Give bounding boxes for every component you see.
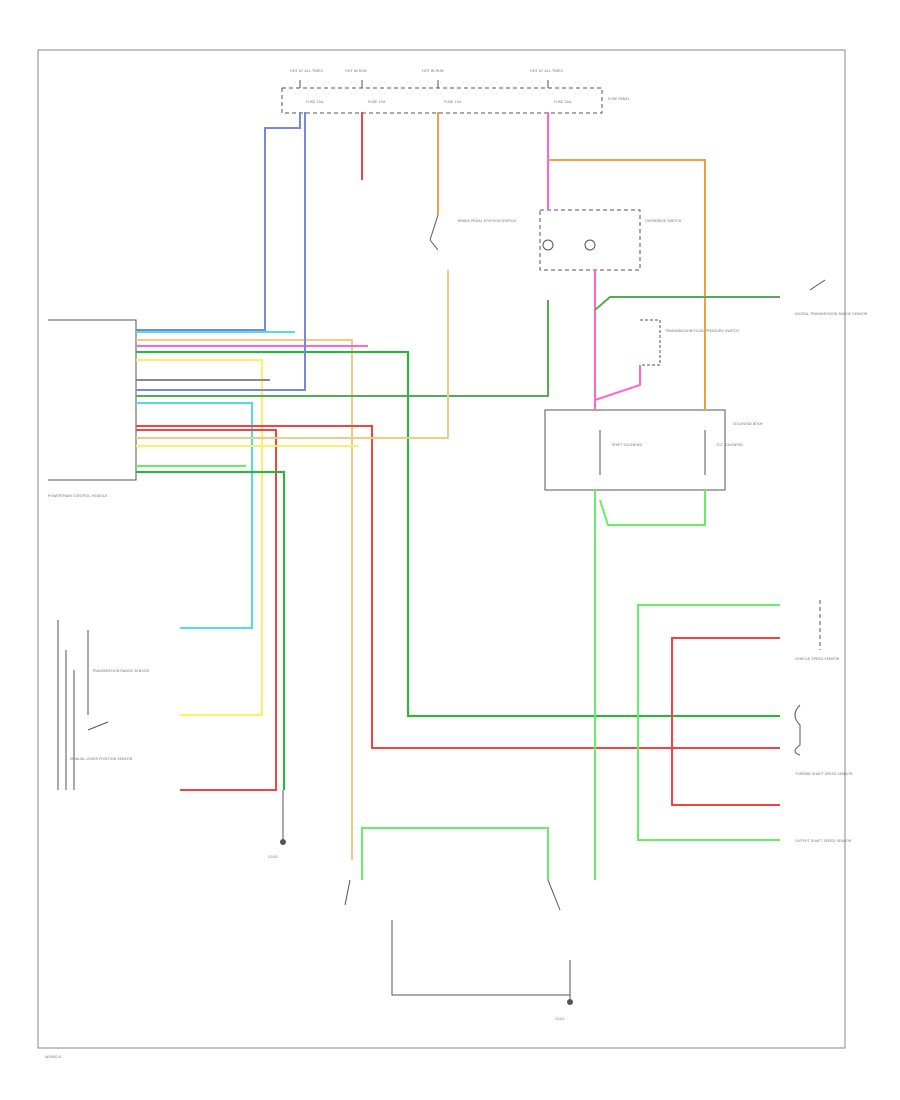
ground-g100-label: G100 bbox=[268, 855, 278, 859]
footer-code: W0000-0 bbox=[45, 1055, 62, 1059]
wire-pink-23 bbox=[594, 365, 641, 401]
trans-pressure-box bbox=[640, 319, 661, 366]
fuse1-header: HOT AT ALL TIMES bbox=[290, 69, 324, 73]
brake-switch-arm bbox=[429, 214, 439, 241]
overdrive-box bbox=[539, 209, 641, 271]
wire-red-27 bbox=[671, 637, 780, 806]
ground-g101-symbol bbox=[567, 999, 573, 1005]
fuse-panel-label: FUSE PANEL bbox=[608, 97, 630, 101]
trans-relay-label: TRANSMISSION RANGE SENSOR bbox=[91, 669, 149, 673]
range-sensor: DIGITAL TRANSMISSION RANGE SENSOR bbox=[795, 279, 868, 316]
wire-blue-1 bbox=[136, 112, 301, 331]
wire-lightgreen-25 bbox=[599, 490, 706, 526]
wire-yellow-6 bbox=[136, 359, 263, 716]
turbine-speed-label: TURBINE SHAFT SPEED SENSOR bbox=[794, 772, 853, 776]
brake-switch: BRAKE PEDAL POSITION SWITCH bbox=[429, 214, 516, 251]
fuse4-header: HOT AT ALL TIMES bbox=[530, 69, 564, 73]
wire-lightgreen-26 bbox=[637, 604, 780, 841]
mlps-label: MANUAL LEVER POSITION SENSOR bbox=[70, 757, 133, 761]
fuse4-label: FUSE 20A bbox=[554, 100, 572, 104]
wire-green-16 bbox=[136, 471, 285, 790]
wire-layer bbox=[136, 112, 780, 880]
trans-pressure-label: TRANSMISSION FLUID PRESSURE SWITCH bbox=[664, 329, 739, 333]
wire-lightblue-10 bbox=[136, 402, 253, 629]
ground-g101-return bbox=[391, 920, 570, 996]
output-speed-label: OUTPUT SHAFT SPEED SENSOR bbox=[795, 839, 852, 843]
overdrive-label: OVERDRIVE SWITCH bbox=[645, 219, 682, 223]
wire-darkgreen-22 bbox=[594, 296, 780, 311]
trans-relay-switch-arm bbox=[87, 721, 109, 731]
shift-solenoid-label: SHIFT SOLENOID bbox=[612, 443, 642, 447]
fuse3-label: FUSE 15A bbox=[444, 100, 462, 104]
fuse2-header: HOT IN RUN bbox=[345, 69, 367, 73]
wire-blue-8 bbox=[136, 112, 306, 391]
wire-tan-13 bbox=[136, 270, 449, 439]
trans-pressure-switch: TRANSMISSION FLUID PRESSURE SWITCH bbox=[640, 319, 739, 366]
pcm-label: POWERTRAIN CONTROL MODULE bbox=[48, 494, 108, 498]
fuse-panel: HOT AT ALL TIMES HOT IN RUN HOT IN RUN H… bbox=[281, 69, 630, 114]
wire-lightgreen-28 bbox=[361, 827, 549, 880]
diagram-frame bbox=[37, 49, 846, 1049]
tcc-solenoid-label: TCC SOLENOID bbox=[715, 443, 743, 447]
ground-g100-symbol bbox=[280, 839, 286, 845]
trans-relay: TRANSMISSION RANGE SENSOR MANUAL LEVER P… bbox=[57, 620, 149, 790]
vss-label: VEHICLE SPEED SENSOR bbox=[795, 657, 840, 661]
overdrive-contact-left bbox=[542, 239, 554, 251]
range-sensor-label: DIGITAL TRANSMISSION RANGE SENSOR bbox=[795, 312, 868, 316]
bottom-switch-left bbox=[344, 879, 351, 906]
wire-darkgreen-9 bbox=[136, 300, 549, 397]
ground-g101: G101 bbox=[391, 920, 573, 1021]
brake-switch-label: BRAKE PEDAL POSITION SWITCH bbox=[458, 219, 516, 223]
wire-red-12 bbox=[136, 429, 277, 791]
speed-sensors: VEHICLE SPEED SENSOR TURBINE SHAFT SPEED… bbox=[794, 600, 853, 843]
ground-g101-label: G101 bbox=[555, 1017, 565, 1021]
turbine-speed-coil bbox=[794, 704, 801, 756]
bottom-switch-right bbox=[547, 879, 561, 911]
fuse1-label: FUSE 10A bbox=[306, 100, 324, 104]
bottom-switches bbox=[344, 879, 561, 911]
range-sensor-symbol bbox=[809, 279, 826, 291]
wire-orange-20 bbox=[548, 159, 706, 410]
fuse2-label: FUSE 15A bbox=[368, 100, 386, 104]
ground-g100: G100 bbox=[268, 790, 286, 859]
solenoid-body-box bbox=[544, 409, 726, 491]
wire-tan-3 bbox=[136, 339, 353, 860]
brake-switch-contact bbox=[429, 239, 439, 251]
wire-green-5 bbox=[136, 351, 780, 717]
pcm-block: POWERTRAIN CONTROL MODULE bbox=[48, 319, 137, 498]
fuse3-header: HOT IN RUN bbox=[422, 69, 444, 73]
overdrive-contact-right bbox=[584, 239, 596, 251]
solenoid-body-label: SOLENOID BODY bbox=[733, 422, 764, 426]
overdrive-block: OVERDRIVE SWITCH bbox=[539, 209, 682, 271]
solenoid-body: SHIFT SOLENOID TCC SOLENOID SOLENOID BOD… bbox=[544, 409, 764, 491]
wire-red-11 bbox=[136, 425, 780, 749]
pcm-outline bbox=[48, 319, 137, 481]
fuse-panel-box bbox=[281, 87, 603, 114]
